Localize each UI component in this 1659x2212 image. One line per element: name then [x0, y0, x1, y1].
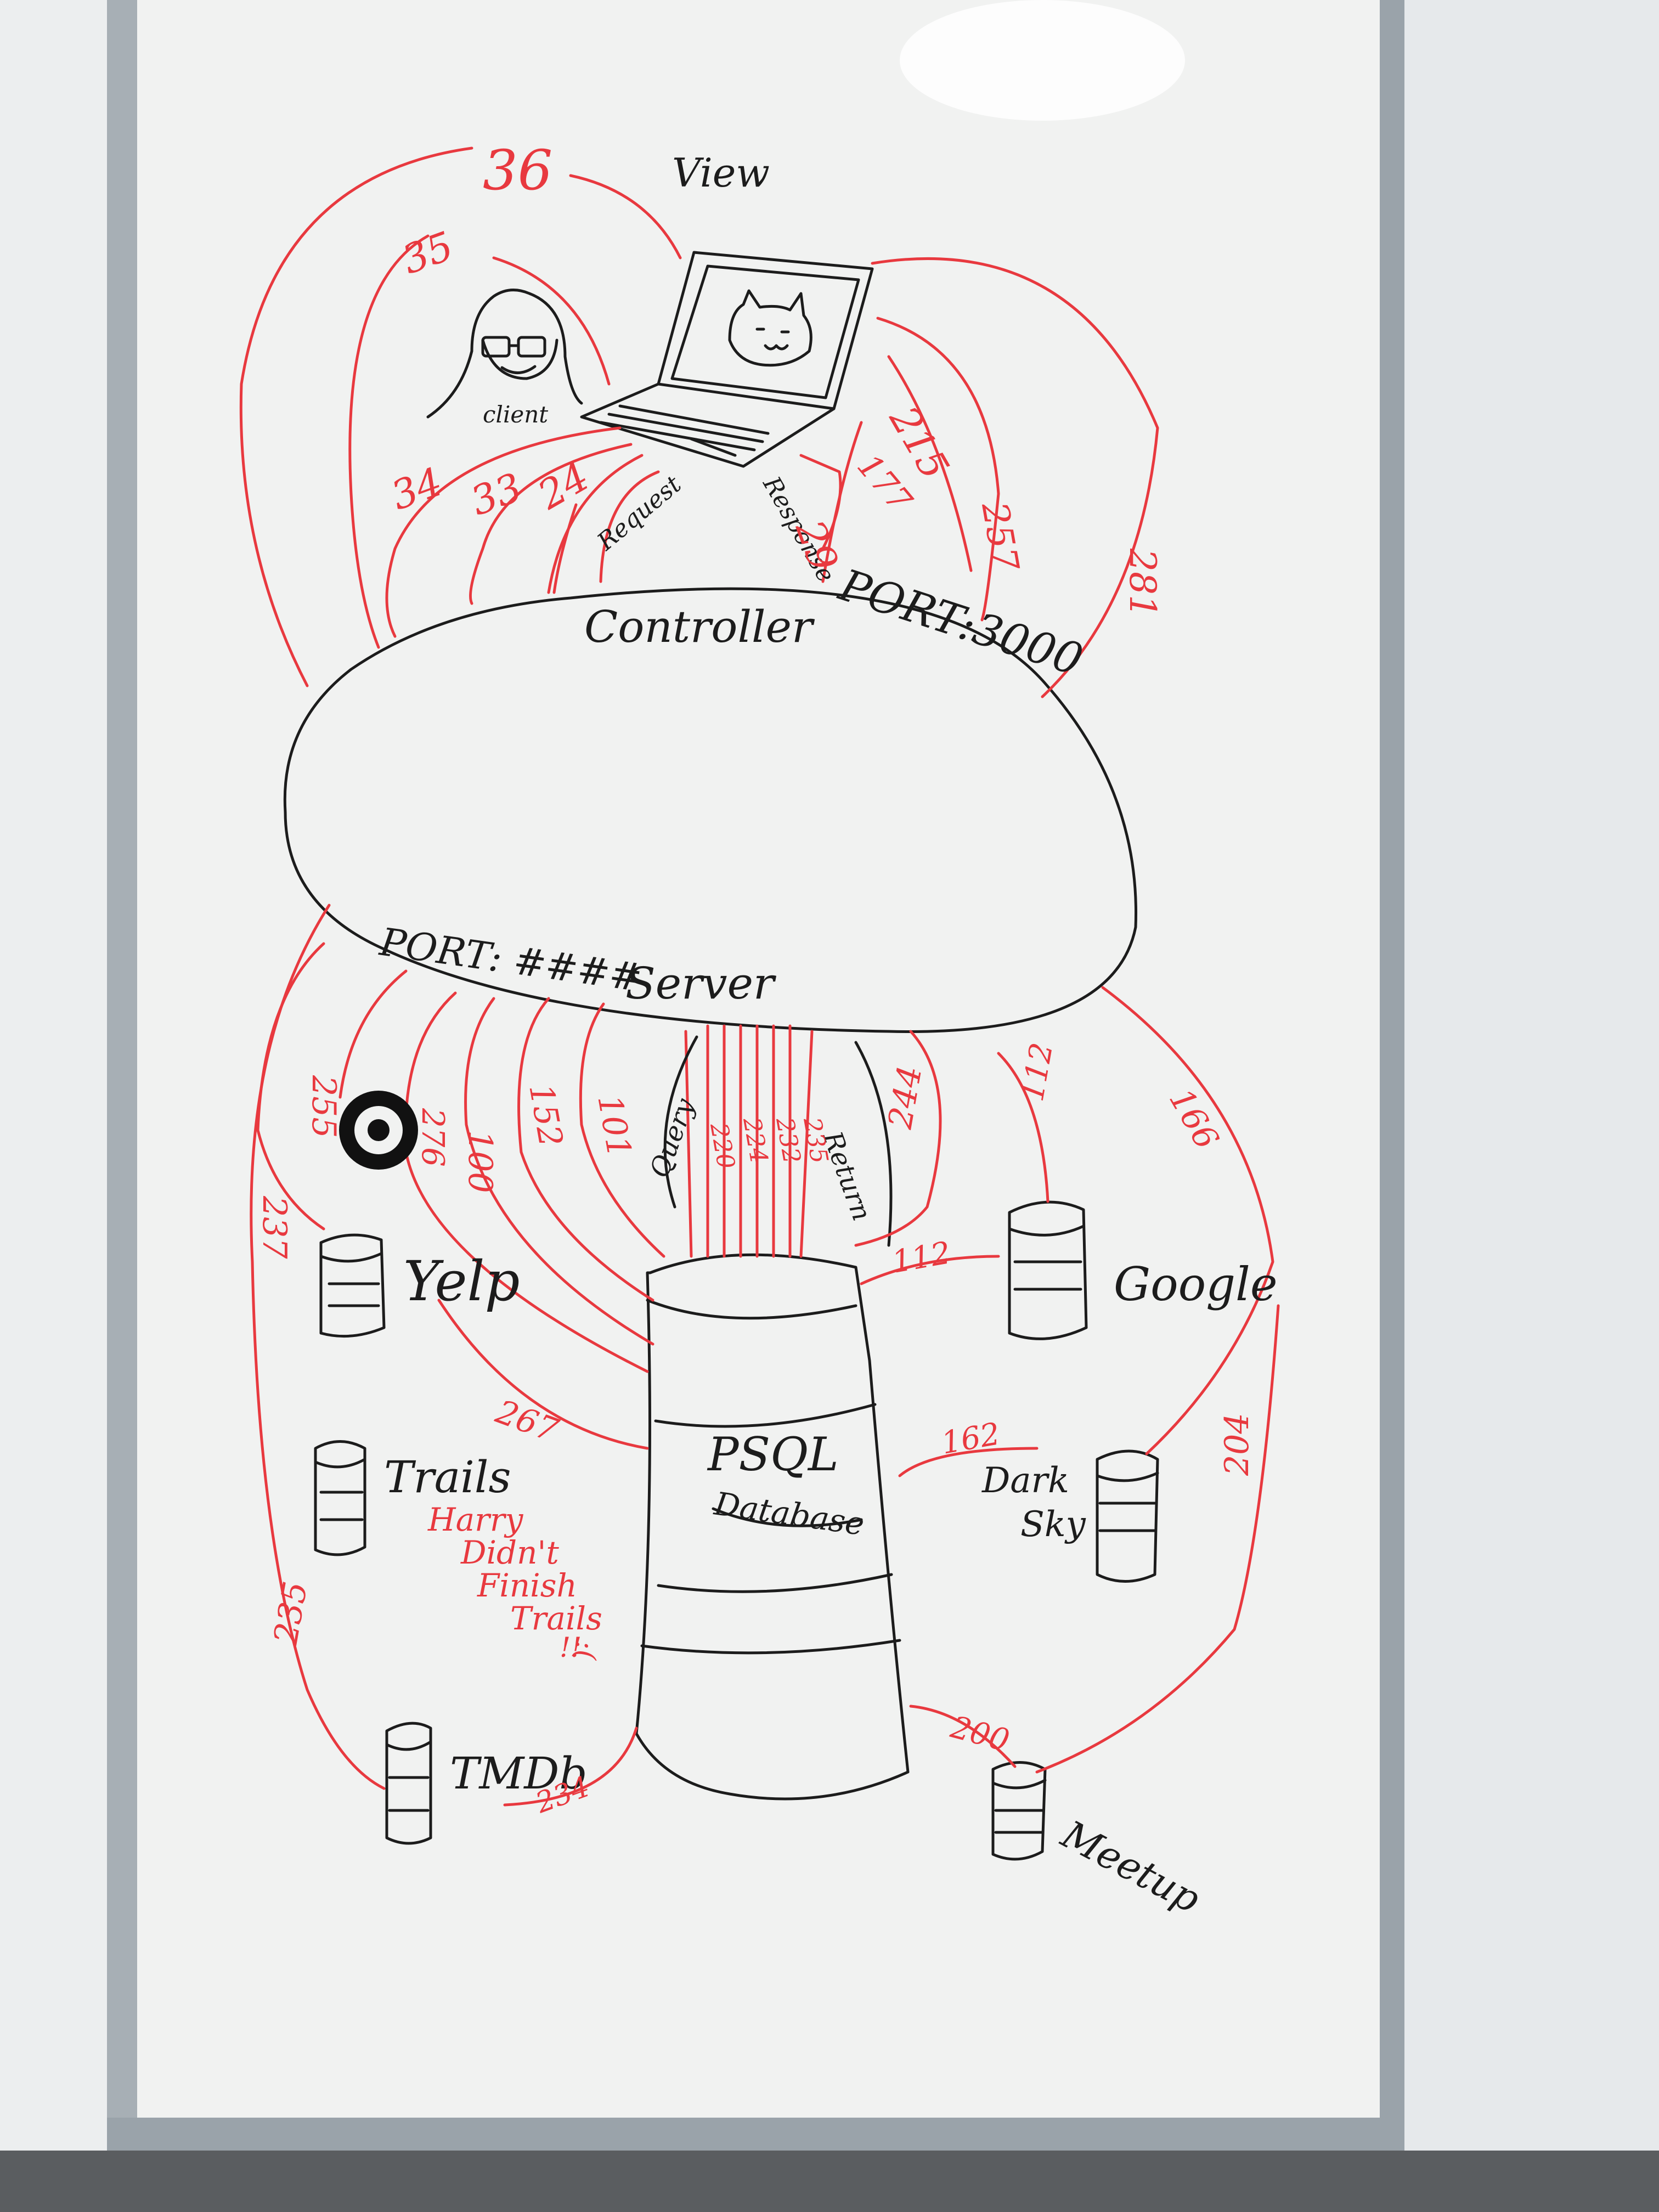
note-line: Finish — [477, 1567, 577, 1604]
arrow-number: 204 — [1218, 1413, 1256, 1476]
arrow-number: 276 — [415, 1108, 450, 1167]
yelp-db-icon — [319, 1233, 386, 1338]
darksky-label-sky: Sky — [1020, 1504, 1086, 1545]
client-label: client — [483, 401, 548, 428]
controller-label: Controller — [584, 601, 815, 652]
trails-label: Trails — [384, 1452, 511, 1503]
trails-db-icon — [314, 1440, 366, 1556]
tmdb-db-icon — [385, 1722, 432, 1845]
note-line: Didn't — [460, 1534, 559, 1571]
note-line: :( — [569, 1640, 601, 1661]
yelp-label: Yelp — [403, 1249, 520, 1313]
wall-right — [1404, 0, 1659, 2212]
arrow-number: 237 — [255, 1195, 294, 1259]
meetup-db-icon — [991, 1761, 1047, 1861]
client-face-icon — [426, 289, 583, 419]
red-arrows-bottom — [250, 904, 1280, 1807]
floor — [0, 2151, 1659, 2212]
arrow-number: 100 — [461, 1130, 499, 1193]
google-db-icon — [1008, 1200, 1088, 1340]
arrow-number: 281 — [1121, 548, 1164, 618]
harry-note: Harry Didn't Finish Trails !! :( — [427, 1501, 602, 1663]
laptop-icon — [580, 251, 874, 468]
board-frame-bottom — [107, 2118, 1404, 2151]
view-label: View — [672, 150, 770, 196]
note-line: !! — [560, 1632, 582, 1663]
tmdb-label: TMDb — [450, 1748, 588, 1799]
sticker-icon — [339, 1091, 418, 1170]
arrow-number: 255 — [304, 1075, 343, 1138]
wall-left — [0, 0, 126, 2212]
red-arrows-top — [239, 146, 1159, 698]
psql-database-icon — [635, 1253, 910, 1801]
darksky-label-dark: Dark — [981, 1460, 1069, 1501]
note-line: Harry — [427, 1501, 524, 1538]
glare — [900, 0, 1185, 121]
server-label: Server — [625, 958, 777, 1009]
google-label: Google — [1114, 1257, 1278, 1311]
darksky-db-icon — [1096, 1449, 1159, 1583]
database-label-psql: PSQL — [707, 1427, 839, 1481]
board-frame-left — [107, 0, 140, 2140]
note-line: Trails — [510, 1600, 602, 1637]
board-frame-right — [1377, 0, 1404, 2140]
arrow-number: 36 — [483, 138, 552, 202]
